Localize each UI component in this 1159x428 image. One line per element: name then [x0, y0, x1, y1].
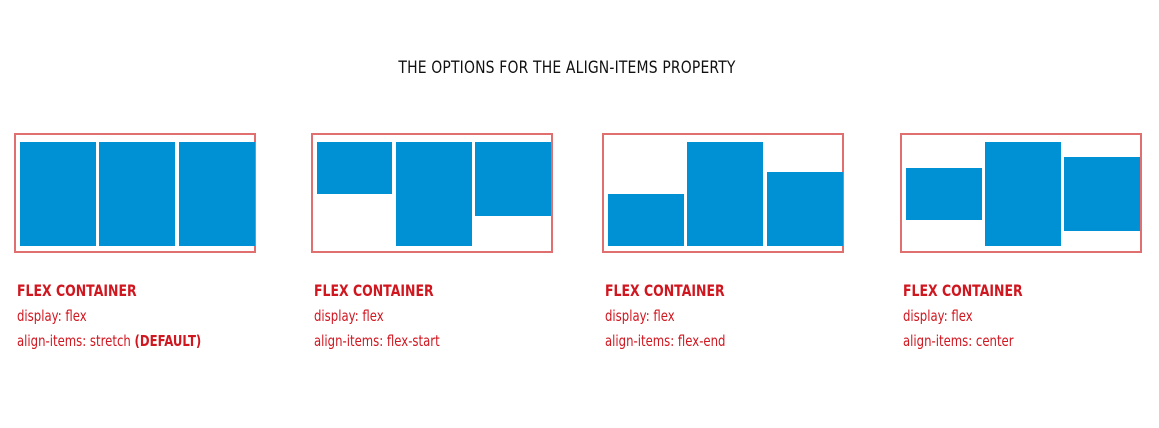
caption-flex-start: FLEX CONTAINER display: flex align-items…: [314, 281, 517, 356]
flex-item-2: [99, 142, 175, 246]
caption-align: align-items: flex-start: [314, 332, 440, 350]
flex-item-3: [475, 142, 551, 216]
caption-heading: FLEX CONTAINER: [903, 281, 1023, 300]
flex-item-1: [608, 194, 684, 246]
caption-display: display: flex: [314, 307, 384, 325]
flex-item-2: [985, 142, 1061, 246]
flex-item-3: [179, 142, 255, 246]
caption-center: FLEX CONTAINER display: flex align-items…: [903, 281, 1106, 356]
flex-container-flex-start: [311, 133, 553, 253]
flex-container-flex-end: [602, 133, 844, 253]
caption-default-note: (DEFAULT): [134, 332, 202, 350]
flex-item-3: [1064, 157, 1140, 231]
flex-item-3: [767, 172, 843, 246]
flex-item-2: [687, 142, 763, 246]
caption-align: align-items: flex-end: [605, 332, 726, 350]
caption-heading: FLEX CONTAINER: [17, 281, 137, 300]
flex-item-2: [396, 142, 472, 246]
caption-stretch: FLEX CONTAINER display: flex align-items…: [17, 281, 220, 356]
caption-align-line: align-items: stretch (DEFAULT): [17, 331, 220, 356]
flex-container-center: [900, 133, 1142, 253]
flex-item-1: [317, 142, 392, 194]
flex-item-1: [20, 142, 96, 246]
caption-flex-end: FLEX CONTAINER display: flex align-items…: [605, 281, 808, 356]
diagram-title: THE OPTIONS FOR THE ALIGN-ITEMS PROPERTY: [398, 58, 736, 78]
caption-align: align-items: center: [903, 332, 1014, 350]
flex-item-1: [906, 168, 982, 220]
caption-display: display: flex: [605, 307, 675, 325]
caption-heading: FLEX CONTAINER: [605, 281, 725, 300]
caption-heading: FLEX CONTAINER: [314, 281, 434, 300]
caption-align: align-items: stretch: [17, 332, 131, 350]
caption-display: display: flex: [903, 307, 973, 325]
caption-display: display: flex: [17, 307, 87, 325]
flex-container-stretch: [14, 133, 256, 253]
